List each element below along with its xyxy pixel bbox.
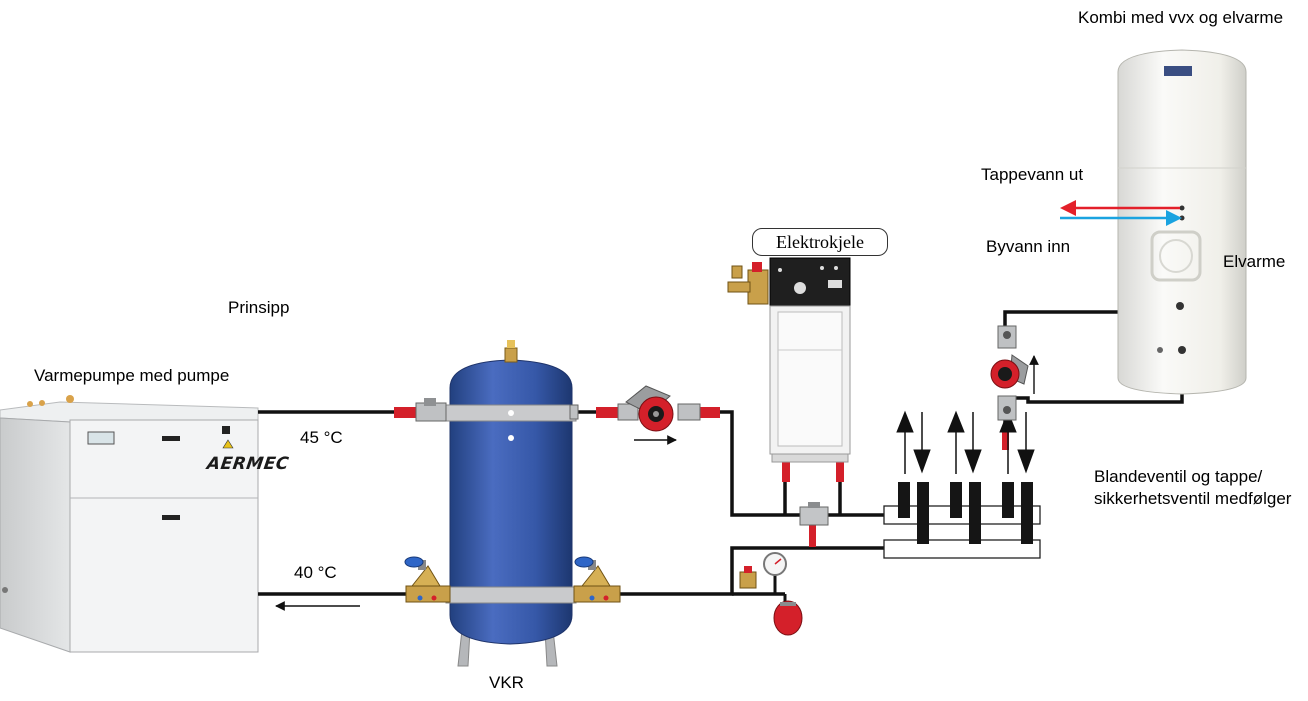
vkr-tank [445,340,577,667]
balancing-valve-right [573,556,621,603]
label-temp-return: 40 °C [294,563,337,582]
label-byvann-inn: Byvann inn [986,237,1071,256]
label-tappevann-ut: Tappevann ut [981,165,1084,184]
ball-valve-tank-left [415,398,447,422]
safety-valve [739,566,757,589]
label-elvarme: Elvarme [1223,252,1286,271]
electric-boiler [727,257,851,463]
manifold-flow-arrows [896,410,1035,474]
expansion-vessel [773,594,803,636]
pipes [258,306,1184,596]
circulation-pump-primary [617,385,701,432]
label-varmepumpe: Varmepumpe med pumpe [34,366,230,385]
ball-valve-tank-right [569,404,579,420]
label-kombi: Kombi med vvx og elvarme [1078,8,1284,27]
pressure-gauge [763,552,787,594]
kombi-tank [1117,49,1247,395]
label-blandeventil: Blandeventil og tappe/ sikkerhetsventil … [1094,467,1292,509]
aermec-logo: AERMEC [205,454,291,474]
label-temp-supply: 45 °C [300,428,343,447]
label-prinsipp: Prinsipp [228,298,290,317]
label-elektrokjele: Elektrokjele [752,228,888,256]
circulation-pump-secondary [990,325,1029,421]
distribution-manifold [883,482,1041,559]
heat-pump-unit [0,395,259,653]
tappevann-arrows [1060,200,1182,226]
label-vkr: VKR [489,673,524,692]
mixing-valve-small [799,502,829,526]
balancing-valve-left [404,556,451,603]
red-pipe-segments [394,407,1009,547]
